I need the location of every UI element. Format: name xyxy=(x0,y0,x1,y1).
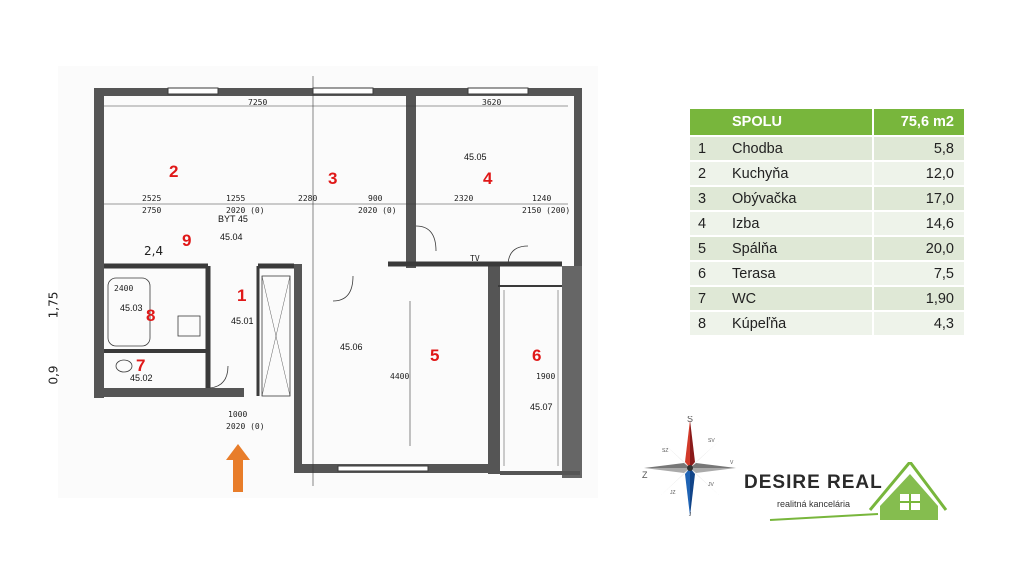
dim-900: 900 xyxy=(368,194,383,203)
brand-tagline: realitná kancelária xyxy=(777,499,851,509)
dim-1900: 1900 xyxy=(536,372,556,381)
compass-sv: SV xyxy=(708,438,715,444)
room-code-4504: 45.04 xyxy=(220,232,243,242)
dim-1255: 1255 xyxy=(226,194,246,203)
room-code-4502: 45.02 xyxy=(130,373,153,383)
room-number-6: 6 xyxy=(532,346,542,365)
compass-j: J xyxy=(689,512,692,518)
table-row: 7 WC 1,90 xyxy=(690,287,964,310)
dim-1000: 1000 xyxy=(228,410,248,419)
room-number-3: 3 xyxy=(328,169,338,188)
handwritten-width: 2,4 xyxy=(144,244,164,258)
compass-sz: SZ xyxy=(662,448,668,454)
brand-name: DESIRE REAL xyxy=(744,472,883,493)
dim-2750: 2750 xyxy=(142,206,162,215)
floor-plan: 2 3 4 9 1 8 7 5 6 2,4 1,75 0,9 BYT 45 45… xyxy=(46,66,598,498)
dim-2020-c: 2020 (0) xyxy=(226,422,265,431)
dim-7250: 7250 xyxy=(248,98,268,107)
table-row: 3 Obývačka 17,0 xyxy=(690,187,964,210)
table-header-row: SPOLU 75,6 m2 xyxy=(690,109,964,135)
compass-s: S xyxy=(687,416,693,424)
area-summary-table: SPOLU 75,6 m2 1 Chodba 5,8 2 Kuchyňa 12,… xyxy=(690,107,964,337)
total-value: 75,6 m2 xyxy=(872,109,964,135)
room-number-9: 9 xyxy=(182,231,192,250)
table-row: 8 Kúpeľňa 4,3 xyxy=(690,312,964,335)
dim-2525: 2525 xyxy=(142,194,162,203)
room-code-4507: 45.07 xyxy=(530,402,553,412)
dim-1240: 1240 xyxy=(532,194,552,203)
handwritten-height-1: 1,75 xyxy=(46,291,61,319)
total-label: SPOLU xyxy=(726,109,872,135)
desire-real-logo xyxy=(769,462,948,521)
compass-z: Z xyxy=(642,470,648,480)
dim-2150: 2150 (200) xyxy=(522,206,571,215)
tv-label: TV xyxy=(470,254,480,263)
compass-rose-icon: S SV SZ Z V JZ JV J xyxy=(640,414,740,525)
room-number-8: 8 xyxy=(146,306,156,325)
room-number-1: 1 xyxy=(237,286,247,305)
dim-3620: 3620 xyxy=(482,98,502,107)
room-number-7: 7 xyxy=(136,356,146,375)
room-code-4503: 45.03 xyxy=(120,303,143,313)
compass-jz: JZ xyxy=(670,490,676,496)
dim-4400: 4400 xyxy=(390,372,410,381)
dim-2020-b: 2020 (0) xyxy=(358,206,397,215)
handwritten-height-2: 0,9 xyxy=(46,365,61,385)
apartment-label: BYT 45 xyxy=(218,214,248,224)
table-row: 6 Terasa 7,5 xyxy=(690,262,964,285)
room-code-4505: 45.05 xyxy=(464,152,487,162)
room-number-2: 2 xyxy=(169,162,179,181)
dim-2400: 2400 xyxy=(114,284,134,293)
entrance-arrow-icon xyxy=(226,444,250,492)
compass-jv: JV xyxy=(708,482,715,488)
table-row: 1 Chodba 5,8 xyxy=(690,137,964,160)
dim-2020-a: 2020 (0) xyxy=(226,206,265,215)
dim-2280: 2280 xyxy=(298,194,318,203)
dim-2320: 2320 xyxy=(454,194,474,203)
table-row: 4 Izba 14,6 xyxy=(690,212,964,235)
room-number-5: 5 xyxy=(430,346,440,365)
table-row: 2 Kuchyňa 12,0 xyxy=(690,162,964,185)
room-number-4: 4 xyxy=(483,169,493,188)
floor-plan-drawing xyxy=(94,76,582,486)
room-code-4501: 45.01 xyxy=(231,316,254,326)
compass-v: V xyxy=(730,460,734,466)
room-code-4506: 45.06 xyxy=(340,342,363,352)
table-row: 5 Spálňa 20,0 xyxy=(690,237,964,260)
